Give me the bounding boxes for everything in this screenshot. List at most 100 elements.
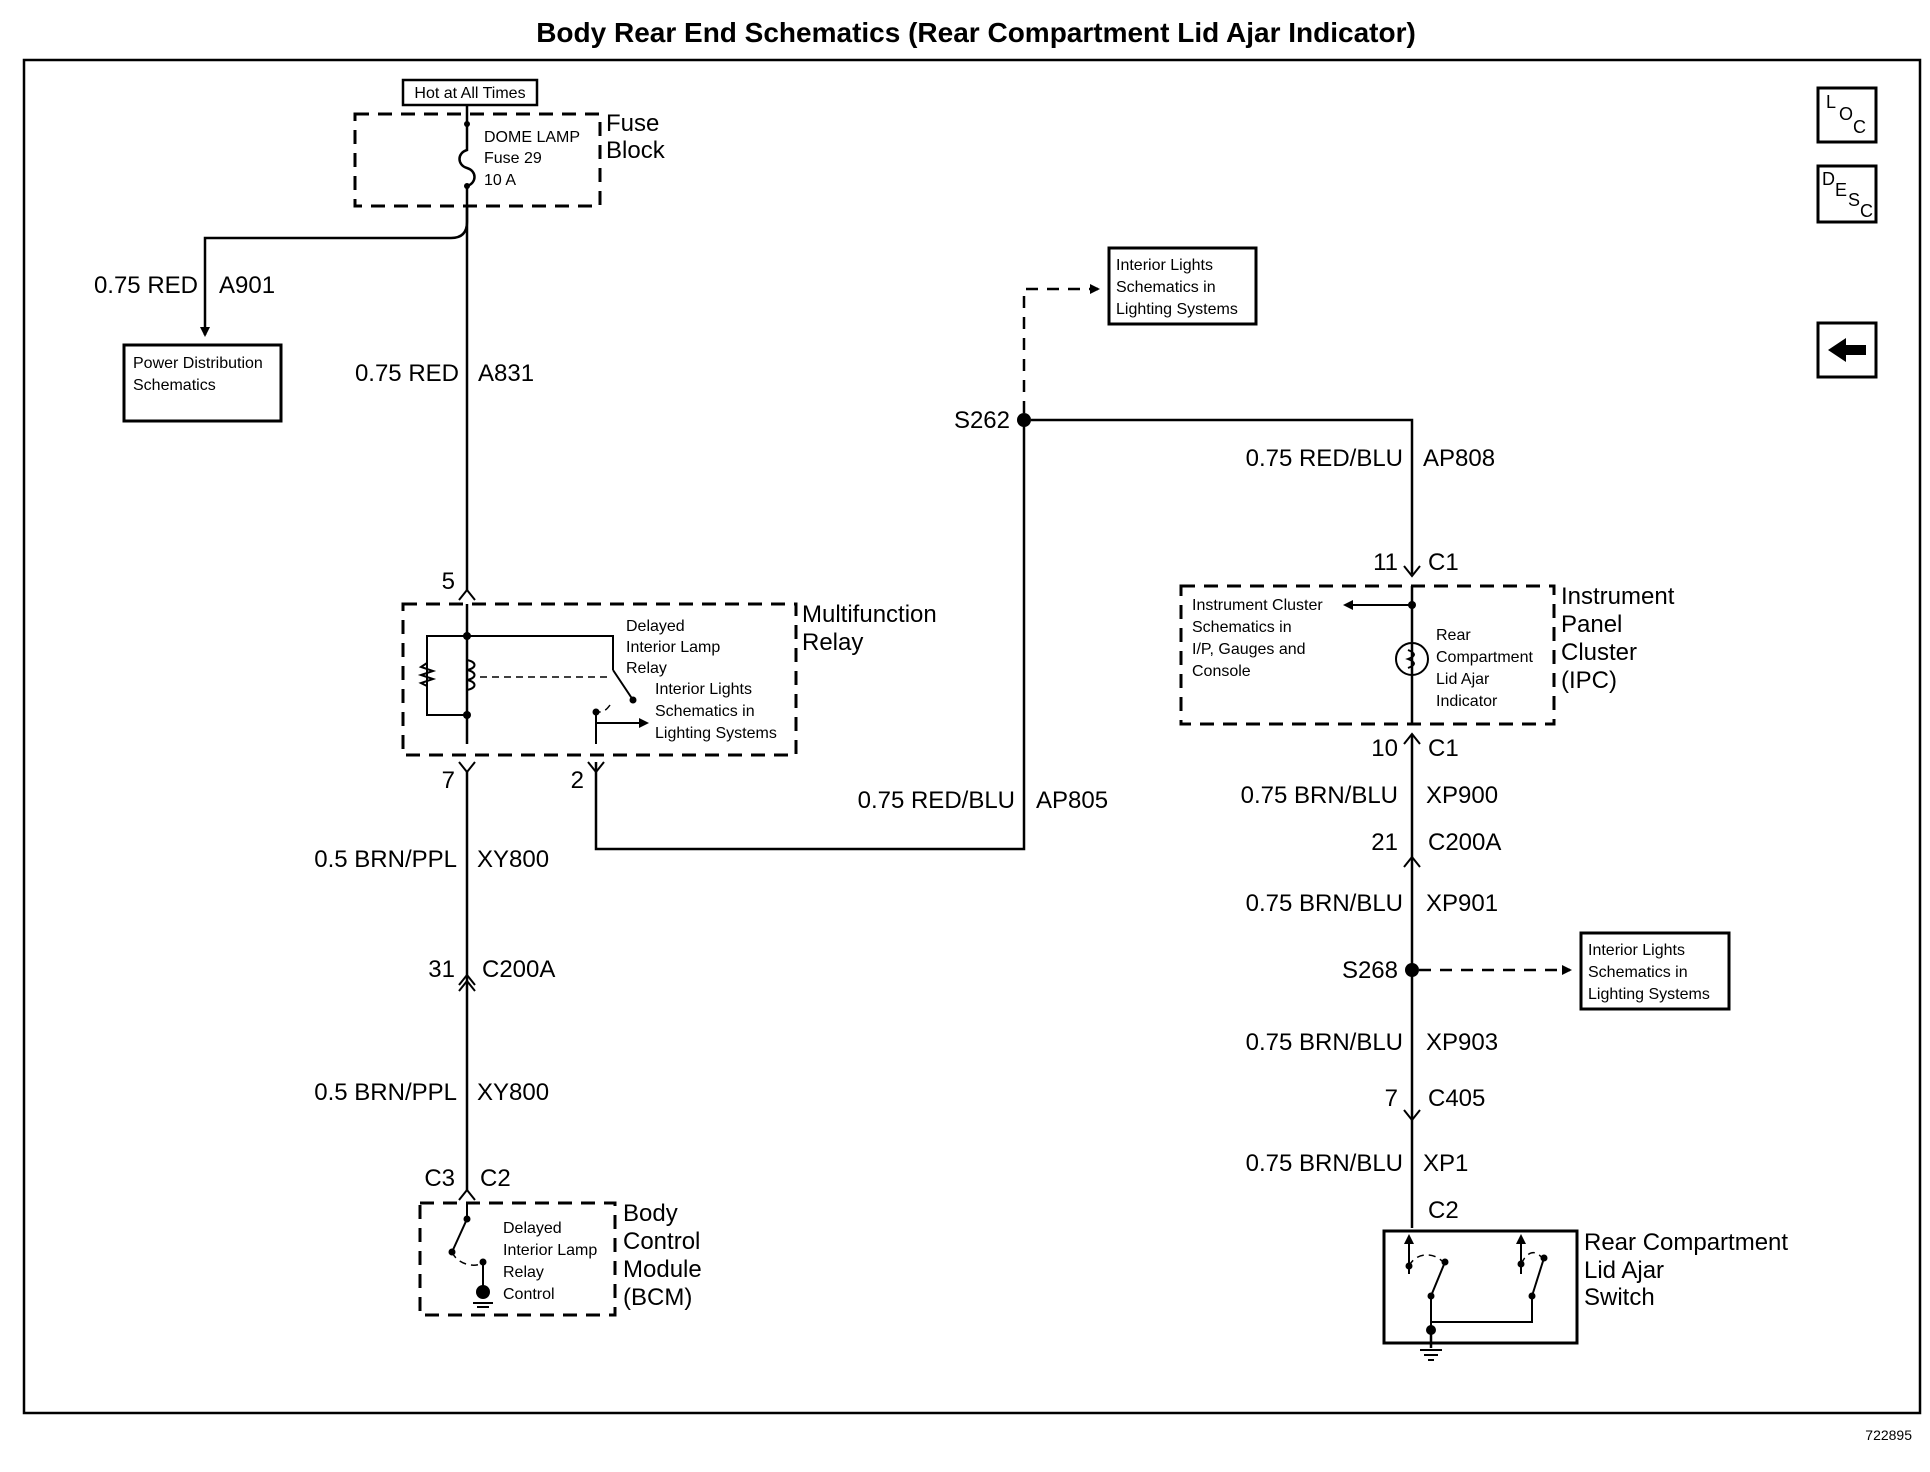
wire-xp901-spec: 0.75 BRN/BLU: [1246, 890, 1403, 917]
drawing-number: 722895: [1865, 1427, 1912, 1443]
interior-lights-ref-line: Lighting Systems: [1588, 986, 1710, 1003]
switch-name: Lid Ajar: [1584, 1257, 1664, 1284]
svg-text:D: D: [1822, 169, 1835, 189]
c200a-right-connector: C200A: [1428, 829, 1501, 856]
fuse-label-line: DOME LAMP: [484, 129, 580, 146]
relay-output-line: Lighting Systems: [655, 725, 777, 742]
loc-button[interactable]: L O C: [1816, 86, 1878, 144]
ipc-name: (IPC): [1561, 667, 1617, 694]
wire-ap805-spec: 0.75 RED/BLU: [858, 787, 1015, 814]
wire-xy800-spec: 0.5 BRN/PPL: [314, 846, 457, 873]
switch-outline: [1382, 1229, 1579, 1345]
wire-xp900-circuit: XP900: [1426, 782, 1498, 809]
connector-chevron: [458, 761, 476, 774]
relay-pin-5: 5: [442, 568, 455, 595]
arrow-left-icon: [1828, 338, 1866, 362]
interior-lights-ref-line: Interior Lights: [1588, 942, 1685, 959]
bcm-control-line: Control: [503, 1286, 555, 1303]
hot-at-all-times-box: [401, 78, 539, 107]
splice-s262-label: S262: [954, 407, 1010, 434]
splice-s268: [1405, 963, 1419, 977]
body-control-module: Body Control Module (BCM) Delayed Interi…: [418, 1200, 702, 1317]
interior-lights-ref-line: Schematics in: [1588, 964, 1688, 981]
svg-text:C: C: [1860, 201, 1873, 221]
bcm-control-line: Relay: [503, 1264, 544, 1281]
wire-a901-circuit: A901: [219, 272, 275, 299]
ipc-indicator-line: Rear: [1436, 627, 1471, 644]
connector-chevron: [458, 979, 476, 992]
splice-s268-label: S268: [1342, 957, 1398, 984]
ground-icon: [1420, 1349, 1442, 1361]
connector-chevron: [458, 588, 476, 601]
wire-a901-spec: 0.75 RED: [94, 272, 198, 299]
c200a-left-pin: 31: [428, 956, 455, 983]
connector-chevron: [1403, 1109, 1421, 1122]
ground-icon: [473, 1302, 493, 1308]
power-distribution-ref-box[interactable]: [122, 343, 283, 423]
switch-connector: C2: [1428, 1197, 1459, 1224]
bcm-outline: [418, 1201, 617, 1317]
wire-ap805-circuit: AP805: [1036, 787, 1108, 814]
svg-text:S: S: [1848, 190, 1860, 210]
desc-button[interactable]: D E S C: [1816, 164, 1878, 224]
ipc-ref-line: Instrument Cluster: [1192, 597, 1323, 614]
ipc-ref-line: Console: [1192, 663, 1251, 680]
wire-ap808-circuit: AP808: [1423, 445, 1495, 472]
wire-xp903-spec: 0.75 BRN/BLU: [1246, 1029, 1403, 1056]
fuse-block: Hot at All Times DOME LAMP Fuse 29 10 A …: [353, 78, 666, 208]
relay-name: Relay: [802, 629, 863, 656]
wire-ap805: [594, 420, 1026, 851]
relay-output-line: Interior Lights: [655, 681, 752, 698]
relay-contact-icon: [612, 669, 634, 701]
fuse-block-outline: [353, 112, 602, 208]
svg-text:E: E: [1835, 180, 1847, 200]
fuse-block-name: Fuse: [606, 110, 659, 137]
ipc-bottom-connector: C1: [1428, 735, 1459, 762]
relay-label-line: Delayed: [626, 618, 685, 635]
splice-s262: [1017, 413, 1031, 427]
wire-a901: [200, 206, 469, 337]
power-distribution-ref-line: Schematics: [133, 377, 216, 394]
relay-pin-2: 2: [571, 767, 584, 794]
connector-chevron: [458, 973, 476, 986]
relay-coil-icon: [466, 659, 476, 691]
bcm-name: Body: [623, 1200, 678, 1227]
bcm-name: Control: [623, 1228, 700, 1255]
switch-name: Rear Compartment: [1584, 1229, 1788, 1256]
ipc-top-connector: C1: [1428, 549, 1459, 576]
c405-connector: C405: [1428, 1085, 1485, 1112]
fuse-label-line: Fuse 29: [484, 150, 542, 167]
hot-at-all-times-label: Hot at All Times: [414, 85, 525, 102]
resistor-icon: [417, 662, 437, 687]
svg-text:C: C: [1853, 117, 1866, 137]
wire-ap808-spec: 0.75 RED/BLU: [1246, 445, 1403, 472]
interior-lights-ref-top[interactable]: [1107, 246, 1258, 326]
page-title: Body Rear End Schematics (Rear Compartme…: [536, 17, 1416, 48]
wire-ap808: [1031, 418, 1414, 574]
relay-label-line: Relay: [626, 660, 667, 677]
wire-xp1-spec: 0.75 BRN/BLU: [1246, 1150, 1403, 1177]
fuse-label-line: 10 A: [484, 172, 516, 189]
wire-xy800-circuit: XY800: [477, 1079, 549, 1106]
relay-pin-7: 7: [442, 767, 455, 794]
fuse-block-name: Block: [606, 137, 666, 164]
bcm-name: (BCM): [623, 1284, 692, 1311]
interior-lights-ref-line: Schematics in: [1116, 279, 1216, 296]
ipc-indicator-line: Lid Ajar: [1436, 671, 1490, 688]
ipc-indicator-line: Indicator: [1436, 693, 1498, 710]
interior-lights-ref-line: Lighting Systems: [1116, 301, 1238, 318]
bcm-connector-c3: C3: [424, 1165, 455, 1192]
fuse-icon: [458, 106, 476, 206]
ipc-ref-line: I/P, Gauges and: [1192, 641, 1306, 658]
ipc-top-pin: 11: [1373, 549, 1398, 576]
relay-output-line: Schematics in: [655, 703, 755, 720]
svg-text:O: O: [1839, 104, 1853, 124]
back-button[interactable]: [1816, 321, 1878, 379]
ipc-name: Panel: [1561, 611, 1622, 638]
bcm-control-line: Interior Lamp: [503, 1242, 597, 1259]
interior-lights-ref-line: Interior Lights: [1116, 257, 1213, 274]
interior-lights-ref-right[interactable]: [1579, 931, 1731, 1011]
relay-outline: [401, 602, 798, 757]
connector-chevron: [1403, 855, 1421, 868]
